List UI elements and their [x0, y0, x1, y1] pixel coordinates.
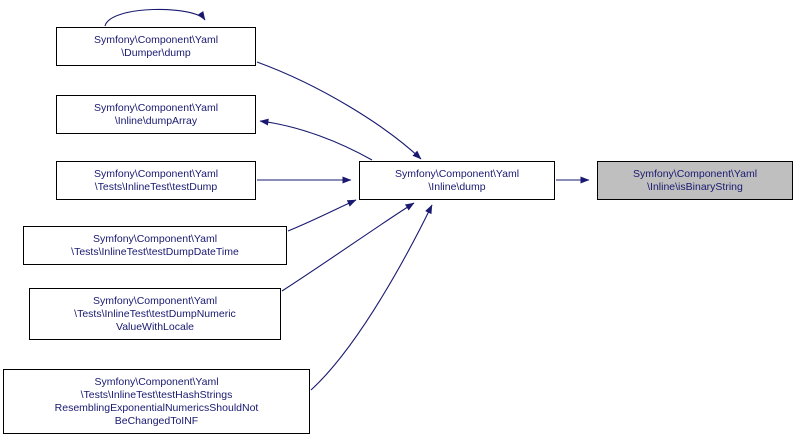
node-dumper-dump[interactable]: Symfony\Component\Yaml \Dumper\dump [56, 27, 256, 66]
node-inlinetest-testdumpnumericvaluewithlocale[interactable]: Symfony\Component\Yaml \Tests\InlineTest… [29, 288, 281, 340]
node-inline-dump[interactable]: Symfony\Component\Yaml \Inline\dump [359, 161, 555, 200]
edge-dumper-dump-self [104, 8, 206, 27]
edge-testdumpnumeric-to-inline-dump [281, 202, 415, 292]
edge-testdumpdatetime-to-inline-dump [287, 199, 357, 232]
node-inlinetest-testdumpdatetime[interactable]: Symfony\Component\Yaml \Tests\InlineTest… [23, 226, 287, 265]
edge-dumper-dump-to-inline-dump [256, 61, 422, 160]
edge-inline-dump-to-dumparray [259, 118, 373, 161]
edge-testhashstrings-to-inline-dump [310, 204, 433, 391]
node-inline-isbinarystring[interactable]: Symfony\Component\Yaml \Inline\isBinaryS… [597, 161, 793, 200]
node-inlinetest-testdump[interactable]: Symfony\Component\Yaml \Tests\InlineTest… [56, 161, 256, 200]
node-inline-dumparray[interactable]: Symfony\Component\Yaml \Inline\dumpArray [56, 95, 256, 134]
node-inlinetest-testhashstrings[interactable]: Symfony\Component\Yaml \Tests\InlineTest… [3, 369, 310, 434]
